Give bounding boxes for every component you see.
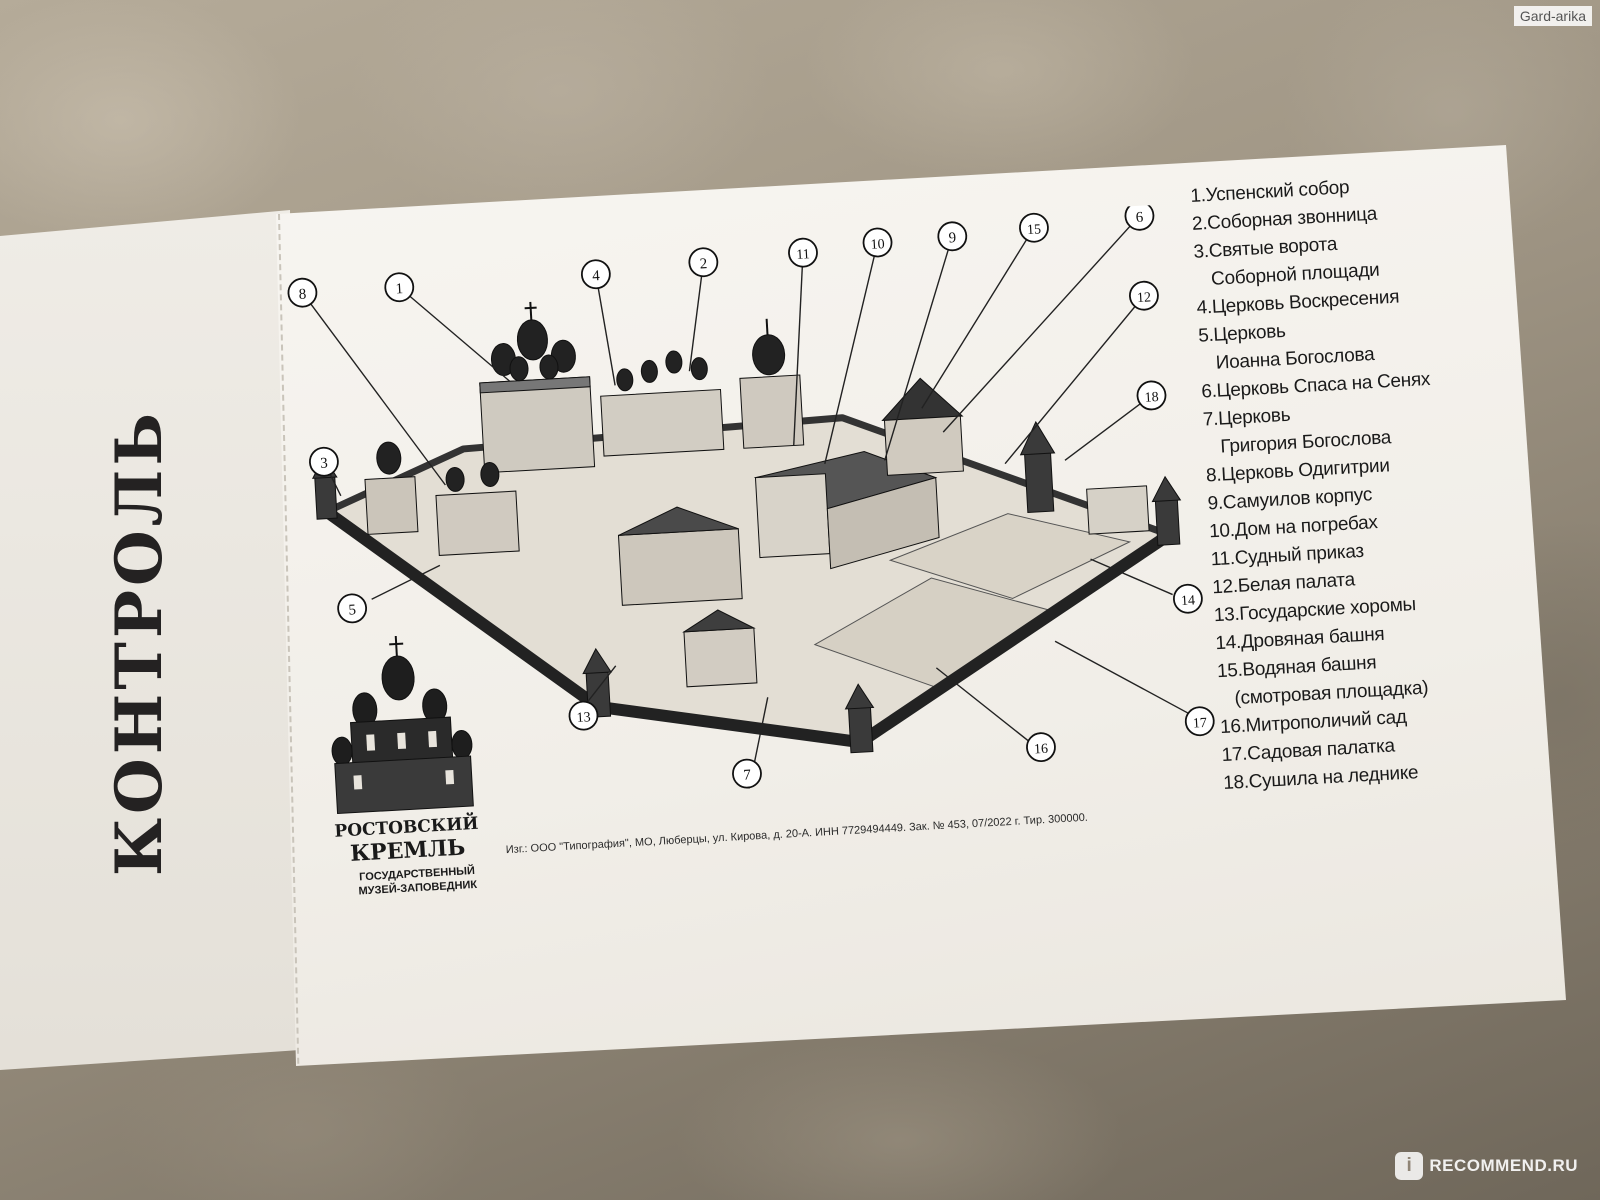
marker-2-label: 2 <box>699 256 707 272</box>
ticket-content: 8 1 4 2 11 10 9 15 6 12 18 3 5 13 7 16 1 <box>261 166 1529 944</box>
marker-6-label: 6 <box>1135 210 1144 226</box>
logo-wordmark: РОСТОВСКИЙ КРЕМЛЬ <box>334 812 479 867</box>
printer-imprint: Изг.: ООО "Типография", МО, Люберцы, ул.… <box>505 811 1089 857</box>
recommend-badge-icon: i <box>1395 1152 1424 1180</box>
marker-11: 11 <box>788 237 818 268</box>
marker-18-label: 18 <box>1144 390 1159 406</box>
marker-7: 7 <box>732 758 762 789</box>
marker-13: 13 <box>568 700 599 731</box>
marker-17: 17 <box>1184 706 1215 737</box>
marker-17-label: 17 <box>1192 716 1207 732</box>
marker-5: 5 <box>337 593 368 624</box>
legend-item-12-text: 12.Белая палата <box>1211 569 1356 599</box>
square-area <box>888 513 1132 600</box>
marker-6: 6 <box>1124 202 1155 231</box>
palace-blocks <box>364 377 1150 688</box>
kremlin-wall-front <box>323 506 1173 749</box>
marker-3-label: 3 <box>320 456 328 472</box>
marker-11-label: 11 <box>796 247 810 263</box>
marker-13-label: 13 <box>576 710 591 726</box>
marker-1-label: 1 <box>395 281 403 297</box>
marker-3: 3 <box>309 446 339 477</box>
marker-9: 9 <box>937 221 968 252</box>
kremlin-map: 8 1 4 2 11 10 9 15 6 12 18 3 5 13 7 16 1 <box>287 202 1215 794</box>
marker-16: 16 <box>1026 732 1056 763</box>
marker-5-label: 5 <box>348 602 356 618</box>
logo-title-line2: КРЕМЛЬ <box>349 834 466 866</box>
marker-8-label: 8 <box>298 286 306 302</box>
legend-item-5-text: 5.Церковь <box>1197 320 1287 347</box>
marker-12: 12 <box>1129 280 1159 311</box>
marker-10: 10 <box>862 227 893 258</box>
legend-item-3-text: 3.Святые ворота <box>1192 233 1338 263</box>
corner-towers <box>311 420 1182 754</box>
marker-15: 15 <box>1019 212 1049 243</box>
marker-10-label: 10 <box>870 237 885 253</box>
marker-1: 1 <box>384 272 415 303</box>
marker-15-label: 15 <box>1027 222 1042 238</box>
legend-list: 1.Успенский собор 2.Соборная звонница 3.… <box>1190 166 1524 798</box>
stub-label: КОНТРОЛЬ <box>102 408 178 876</box>
marker-12-label: 12 <box>1137 290 1152 306</box>
churches-cluster <box>600 318 805 457</box>
cathedral-building <box>479 301 596 474</box>
legend-item-11-text: 11.Судный приказ <box>1210 540 1365 571</box>
watermark-bottom-text: RECOMMEND.RU <box>1429 1156 1578 1175</box>
logo-church-icon <box>331 635 474 815</box>
stub-label-box: КОНТРОЛЬ <box>100 408 180 875</box>
marker-4-label: 4 <box>592 268 601 284</box>
leader-lines <box>301 215 1190 794</box>
watermark-bottom: i RECOMMEND.RU <box>1395 1152 1578 1180</box>
map-markers: 8 1 4 2 11 10 9 15 6 12 18 3 5 13 7 16 1 <box>287 202 1215 789</box>
marker-8: 8 <box>287 277 318 308</box>
museum-logo: РОСТОВСКИЙ КРЕМЛЬ <box>331 635 479 867</box>
watermark-top: Gard-arika <box>1513 6 1592 26</box>
marker-7-label: 7 <box>743 767 752 783</box>
legend-item-7-text: 7.Церковь <box>1202 404 1291 431</box>
ticket-stub <box>0 210 300 1070</box>
marker-14: 14 <box>1172 583 1203 614</box>
marker-14-label: 14 <box>1181 593 1196 609</box>
marker-2: 2 <box>688 247 719 278</box>
marker-4: 4 <box>580 259 611 290</box>
marker-9-label: 9 <box>948 230 956 246</box>
marker-16-label: 16 <box>1034 742 1049 758</box>
marker-18: 18 <box>1136 380 1167 411</box>
